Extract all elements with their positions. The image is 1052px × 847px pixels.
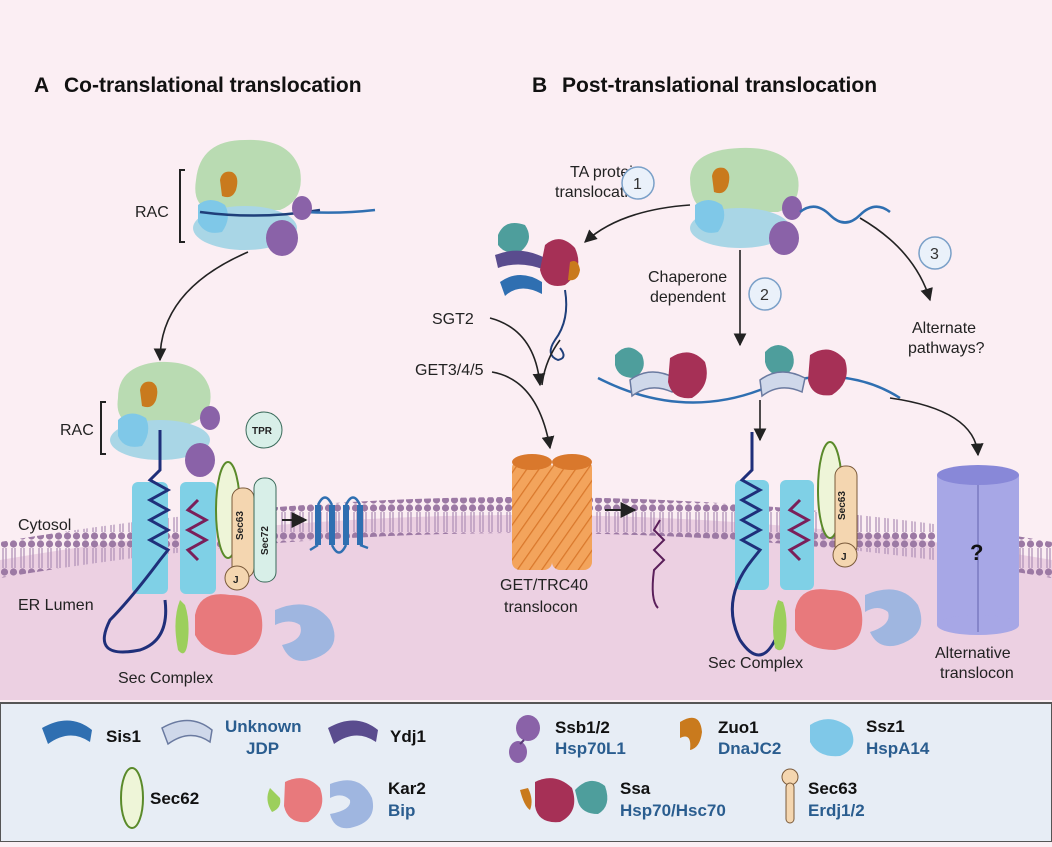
step-2-number: 2 [760,287,769,304]
legend-zuo1-2: DnaJC2 [718,739,781,758]
tpr-a-text: TPR [252,426,273,437]
ta-protein-inserted [651,519,666,609]
chaperone-label-1: Chaperone [648,269,727,286]
get345-label: GET3/4/5 [415,362,484,379]
arrow-to-alt [889,397,984,457]
step-2-badge [748,277,782,311]
ta-chaperone-complex [495,222,580,362]
alternate-label-1: Alternate [912,320,976,337]
rac-label-top: RAC [135,204,169,221]
ydj1-icon [328,720,378,744]
arrow-a-down [153,251,249,362]
get-translocon [512,454,592,570]
sis1-icon [42,720,92,744]
get-translocon-label-1: GET/TRC40 [500,577,588,594]
sec-complex-label-a: Sec Complex [118,670,213,687]
multipass-protein [309,496,369,554]
kar2-a [195,594,263,655]
legend-sec63-2: Erdj1/2 [808,801,865,820]
legend-ssz1-1: Ssz1 [866,717,905,736]
sec-complex-b [730,432,922,657]
get-translocon-label-2: translocon [504,599,578,616]
legend-unknown-1: Unknown [225,717,302,736]
chaperone-bound-chain [597,345,901,404]
legend-ssa-1: Ssa [620,779,651,798]
legend-sis1: Sis1 [106,727,141,746]
arrow-ta-down [541,339,561,386]
legend-unknown-2: JDP [246,739,279,758]
ssb-a-top [266,220,298,256]
sec72-a-text: Sec72 [260,526,271,555]
question-mark: ? [970,540,983,565]
arrow-get345 [491,371,555,450]
legend-ssb-2: Hsp70L1 [555,739,626,758]
cytosol-label: Cytosol [18,517,71,534]
alt-translocon-label-1: Alternative [935,645,1011,662]
legend-sec62: Sec62 [150,789,199,808]
zuo1-icon [680,717,702,750]
sec63-a-text: Sec63 [235,511,246,540]
sec62-icon [120,767,144,829]
ribosome-b-top [690,147,891,255]
step-3-number: 3 [930,246,939,263]
ssz1-a-top [198,200,228,233]
arrow-b-3 [859,217,933,302]
legend: Sis1 Unknown JDP Ydj1 Ssb1/2 Hsp70L1 Zuo… [0,702,1052,843]
j-b-text: J [841,552,847,563]
bip-jdp-a [275,604,335,661]
ssz1-icon [810,719,854,757]
panel-b-letter: B [532,74,547,97]
sec63-b-text: Sec63 [837,491,848,520]
panel-b-title: Post-translational translocation [562,74,877,97]
sgt2-label: SGT2 [432,311,474,328]
legend-kar2-2: Bip [388,801,415,820]
j-a-text: J [233,575,239,586]
legend-zuo1-1: Zuo1 [718,718,759,737]
step-3-badge [918,236,952,270]
legend-kar2-1: Kar2 [388,779,426,798]
sec-complex-label-b: Sec Complex [708,655,803,672]
ribosome-a-top [179,139,376,256]
panel-b: B Post-translational translocation TA pr… [415,74,1019,682]
alt-translocon-label-2: translocon [940,665,1014,682]
alternative-translocon [937,465,1019,635]
er-lumen-label: ER Lumen [18,597,94,614]
legend-ssb-1: Ssb1/2 [555,718,610,737]
zuo1-a-top [220,171,238,198]
legend-sec63-1: Sec63 [808,779,857,798]
step-1-badge [621,166,655,200]
panel-a-title: Co-translational translocation [64,74,362,97]
sec61-channel-a [102,430,216,654]
alternate-label-2: pathways? [908,340,985,357]
rac-label-bottom: RAC [60,422,94,439]
panel-a-letter: A [34,74,49,97]
arrow-b-1 [584,204,691,243]
ssb-icon [509,715,540,763]
arrow-sgt2 [489,317,546,387]
legend-ssa-2: Hsp70/Hsc70 [620,801,726,820]
legend-ydj1: Ydj1 [390,727,426,746]
sec63-icon [781,768,799,824]
panel-a: A Co-translational translocation RAC R [18,74,376,687]
ssa-icon [520,778,608,823]
step-1-number: 1 [633,176,642,193]
sec72-a [253,477,277,583]
kar2-bip-icon [267,778,374,829]
chaperone-label-2: dependent [650,289,726,306]
legend-ssz1-2: HspA14 [866,739,930,758]
unknown-jdp-icon [161,719,213,746]
